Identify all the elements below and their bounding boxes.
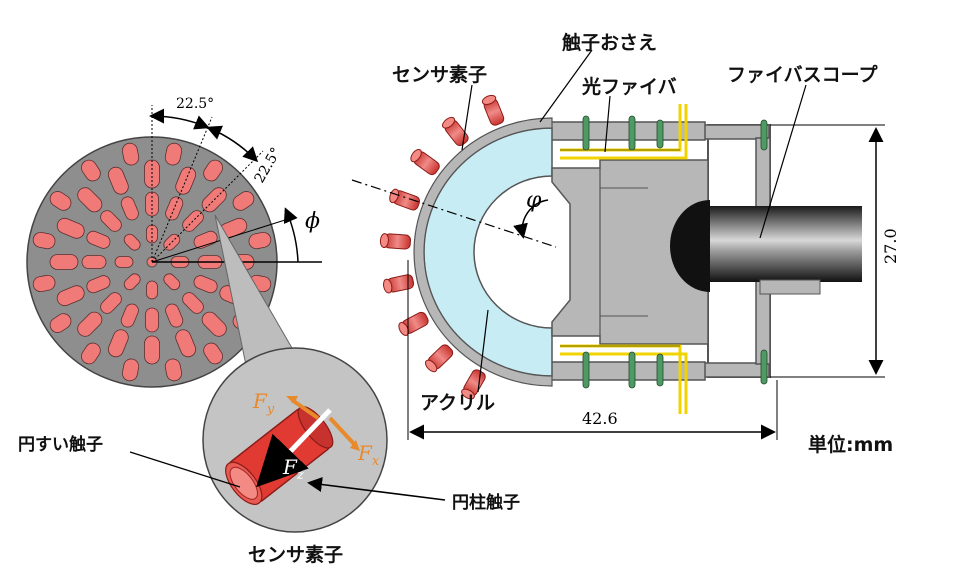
pin [656, 119, 664, 149]
height-value: 27.0 [881, 228, 900, 264]
disk-sensor-element [121, 142, 140, 166]
force-y-label: Fy [252, 389, 275, 417]
width-value: 42.6 [582, 409, 618, 428]
disk-sensor-element [56, 285, 85, 307]
dome-sensor-element [379, 233, 411, 250]
disk-sensor-element [77, 187, 103, 213]
disk-sensor-element [49, 313, 72, 333]
unit-value: :mm [846, 434, 894, 456]
disk-sensor-element [193, 230, 218, 249]
disk-sensor-element [193, 275, 218, 294]
disk-sensor-element [201, 311, 227, 337]
magnified-sensor-element: Fy Fx Fz [225, 389, 380, 505]
disk-sensor-element [248, 231, 272, 250]
label-cone-contact: 円すい触子 [18, 435, 103, 455]
label-unit: 単位:mm [808, 430, 893, 457]
phi-symbol-center: φ [526, 188, 542, 213]
disk-sensor-element [107, 166, 129, 195]
label-fiberscope: ファイバスコープ [727, 64, 878, 86]
disk-sensor-element [86, 275, 111, 294]
optical-fibers [560, 104, 688, 414]
dome-sensor-element [398, 311, 429, 336]
dome-sensor-element [389, 188, 421, 211]
contact-holder-shell [413, 117, 553, 387]
label-sensor-element-top: センサ素子 [392, 64, 488, 86]
leader-fiber [604, 95, 611, 153]
leader-scope [759, 84, 807, 239]
force-x-label: Fx [357, 441, 380, 469]
leader-holder [539, 49, 593, 123]
dome-sensor-element [481, 94, 505, 126]
width-dimension: 42.6 [407, 260, 778, 440]
zoom-leaders [129, 451, 446, 501]
disk-sensor-element [56, 217, 85, 239]
disk-sensor-element [81, 255, 107, 269]
label-acrylic: アクリル [420, 392, 496, 414]
disk-sensor-element [81, 342, 101, 365]
disk-sensor-element [86, 230, 111, 249]
frame-bottom [694, 362, 770, 378]
dome-sensor-element [410, 148, 440, 176]
dome-sensor-element [382, 274, 415, 294]
disk-sensor-element [121, 358, 140, 382]
disk-sensor-element [175, 329, 197, 358]
disk-sensor-element [182, 292, 204, 314]
force-z-label: Fz [282, 455, 304, 483]
disk-sensor-element [165, 303, 184, 328]
height-dimension: 27.0 [770, 124, 900, 378]
leader-acrylic [477, 309, 489, 393]
disk-sensor-element [120, 196, 139, 221]
disk-sensor-element [163, 273, 181, 291]
label-cylinder-contact: 円柱触子 [452, 493, 520, 513]
disk-sensor-element [32, 231, 56, 250]
angle-1-label: 22.5° [176, 96, 214, 112]
pin [760, 119, 768, 151]
pin [760, 349, 768, 385]
disk-sensor-element [49, 254, 79, 270]
leader-sensor [461, 84, 473, 151]
fiberscope-body [692, 206, 862, 282]
disk-sensor-element [146, 280, 158, 300]
disk-sensor-element [77, 311, 103, 337]
pin [582, 115, 590, 151]
label-sensor-element-bottom: センサ素子 [248, 544, 344, 566]
disk-sensor-element [120, 303, 139, 328]
label-optical-fiber: 光ファイバ [582, 76, 677, 98]
disk-sensor-element [144, 335, 160, 365]
frame-top [694, 124, 770, 140]
disk-sensor-element [232, 191, 255, 211]
cross-section: φ [351, 49, 862, 414]
scope-tip [670, 200, 711, 292]
pin [628, 351, 636, 389]
phi-symbol-left: ϕ [305, 209, 320, 234]
disk-sensor-element [145, 307, 159, 333]
pin [628, 115, 636, 151]
unit-text: 単位 [808, 434, 847, 456]
pin [656, 353, 664, 387]
disk-sensor-element [123, 273, 141, 291]
green-pins [582, 115, 768, 389]
disk-sensor-element [164, 142, 183, 166]
disk-sensor-element [107, 329, 129, 358]
disk-sensor-element [203, 342, 223, 365]
disk-sensor-element [100, 292, 122, 314]
disk-sensor-element [49, 191, 72, 211]
angle-2-label: 22.5° [252, 145, 285, 186]
dome-sensor-element [425, 344, 454, 373]
disk-sensor-element [81, 159, 101, 182]
disk-sensor-element [32, 274, 56, 293]
disk-sensor-element [114, 256, 134, 268]
pin [582, 351, 590, 389]
dome-sensor-element [442, 116, 469, 147]
acrylic-dome [423, 127, 553, 377]
disk-sensor-element [100, 210, 122, 232]
disk-sensor-element [123, 233, 141, 251]
disk-sensor-element [164, 358, 183, 382]
label-contact-holder: 触子おさえ [562, 32, 658, 54]
